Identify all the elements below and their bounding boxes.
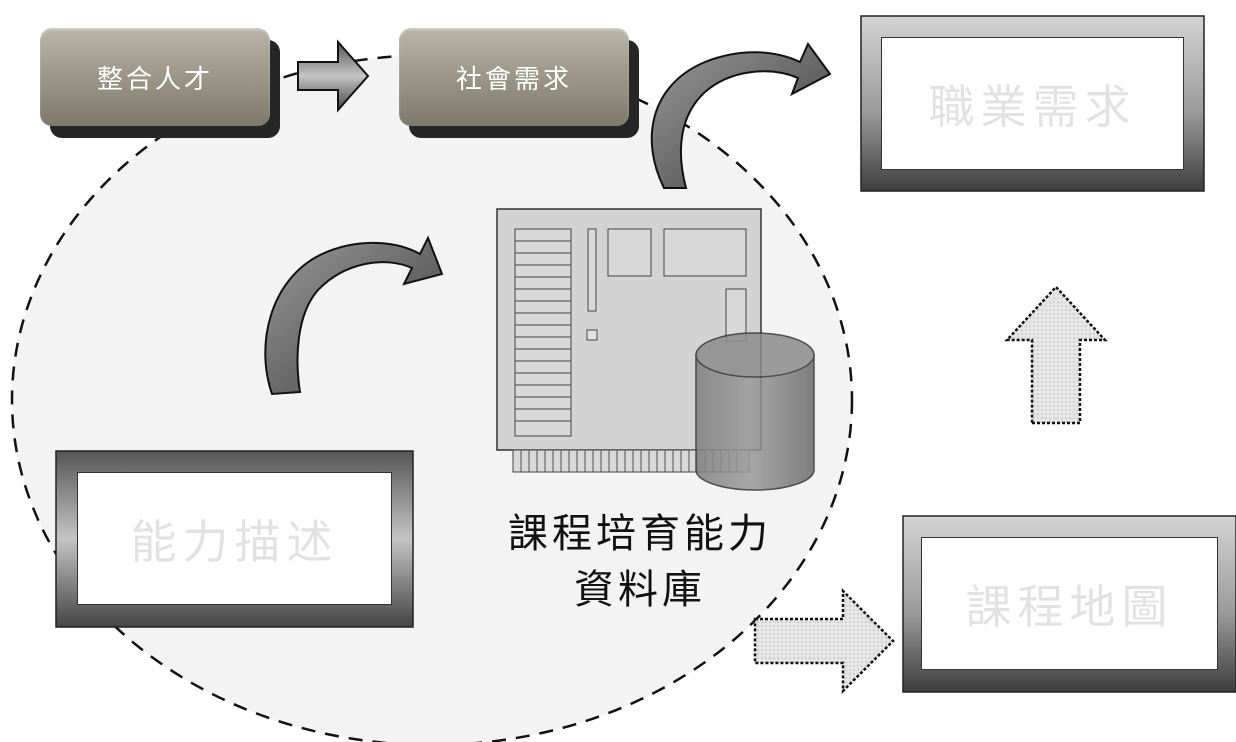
ability-description-box: 能力描述 — [56, 451, 413, 627]
social-demand-label: 社會需求 — [455, 64, 572, 95]
database-caption-line1: 課程培育能力 — [508, 511, 772, 557]
curved-arrow-icon — [650, 42, 832, 189]
curved-arrow-icon — [264, 235, 444, 396]
integrate-talent-label: 整合人才 — [96, 64, 213, 95]
course-map-inner: 課程地圖 — [921, 537, 1218, 670]
integrate-talent-face: 整合人才 — [40, 28, 270, 126]
ability-description-label: 能力描述 — [130, 514, 339, 569]
database-caption-line2: 資料庫 — [574, 567, 706, 613]
ability-description-inner: 能力描述 — [77, 472, 392, 605]
server-database-icon — [496, 208, 815, 491]
block-arrow-icon — [1004, 285, 1108, 425]
block-arrow-icon — [753, 587, 895, 695]
database-caption: 課程培育能力 資料庫 — [480, 506, 800, 618]
course-map-label: 課程地圖 — [965, 579, 1174, 634]
social-demand-face: 社會需求 — [399, 28, 629, 126]
career-demand-box: 職業需求 — [861, 16, 1204, 191]
course-map-box: 課程地圖 — [903, 516, 1236, 692]
career-demand-inner: 職業需求 — [881, 37, 1184, 170]
career-demand-label: 職業需求 — [928, 79, 1137, 134]
block-arrow-icon — [297, 39, 370, 113]
